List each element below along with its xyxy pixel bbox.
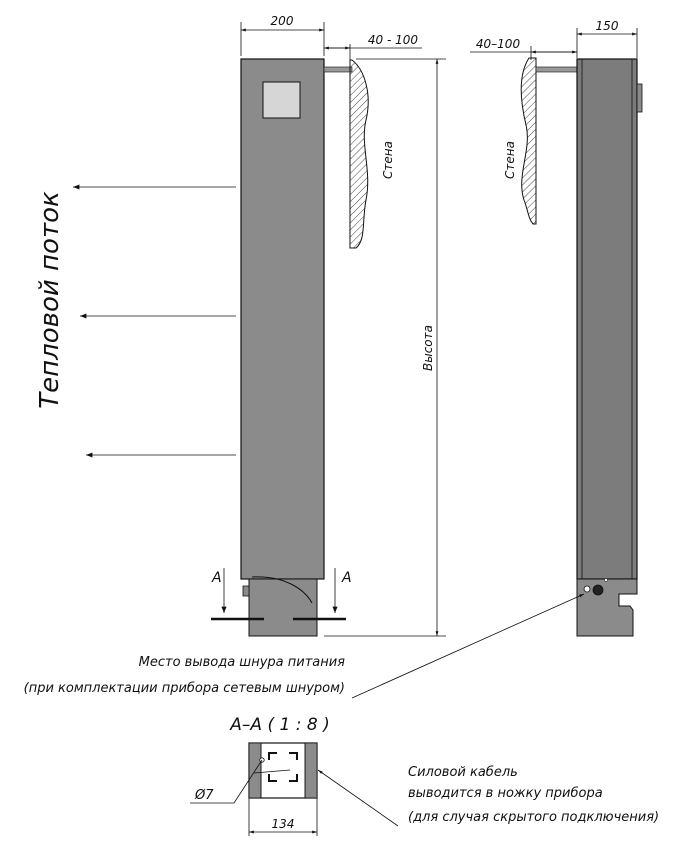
wall-label-front: Стена — [381, 141, 395, 179]
front-gap-value: 40 - 100 — [368, 33, 418, 47]
wall-bracket-side — [535, 66, 578, 73]
cable-note: Силовой кабель выводится в ножку прибора… — [317, 765, 659, 827]
cable-channel — [268, 752, 298, 782]
wall-section-front: Стена — [349, 59, 395, 249]
heater-body-side — [576, 58, 638, 580]
cord-note-line2: (при комплектации прибора сетевым шнуром… — [24, 681, 345, 696]
heat-flow: Тепловой поток — [35, 184, 236, 458]
heater-leg-side — [576, 578, 638, 637]
section-cut-line: А А — [211, 568, 352, 621]
hole-diameter: Ø7 — [194, 788, 214, 803]
cord-note-line1: Место вывода шнура питания — [139, 655, 346, 670]
side-control-tab — [636, 83, 643, 113]
front-view: 200 40 - 100 Стена Высота — [211, 14, 446, 637]
height-label: Высота — [421, 325, 435, 371]
section-title: А–А ( 1 : 8 ) — [229, 715, 329, 735]
side-depth-dimension: 150 — [576, 19, 638, 58]
cord-outlet-icon — [583, 585, 591, 593]
section-mark-right: А — [341, 570, 352, 586]
section-width-value: 134 — [272, 817, 295, 831]
wall-label-side: Стена — [503, 141, 517, 179]
side-depth-value: 150 — [596, 19, 619, 33]
section-view: А–А ( 1 : 8 ) Ø7 134 — [190, 715, 330, 836]
heater-body-front — [240, 58, 325, 580]
front-width-value: 200 — [271, 14, 294, 28]
cable-note-line1: Силовой кабель — [408, 765, 518, 780]
section-mark-left: А — [211, 570, 222, 586]
height-dimension: Высота — [324, 58, 446, 637]
heater-leg-front — [242, 576, 318, 637]
heat-flow-label: Тепловой поток — [35, 191, 65, 409]
cable-note-line3: (для случая скрытого подключения) — [408, 810, 659, 825]
cable-note-line2: выводится в ножку прибора — [408, 786, 603, 801]
cord-outlet-note: Место вывода шнура питания (при комплект… — [24, 593, 585, 699]
side-gap-dimension: 40–100 — [470, 37, 577, 60]
side-view: 150 40–100 Стена — [470, 19, 643, 637]
cable-hole-icon — [592, 584, 604, 596]
control-panel — [262, 81, 301, 119]
side-gap-value: 40–100 — [476, 37, 521, 51]
front-width-dimension: 200 — [240, 14, 325, 56]
wall-section-side: Стена — [503, 57, 537, 225]
wall-bracket-front — [323, 66, 353, 73]
front-gap-dimension: 40 - 100 — [324, 33, 422, 60]
